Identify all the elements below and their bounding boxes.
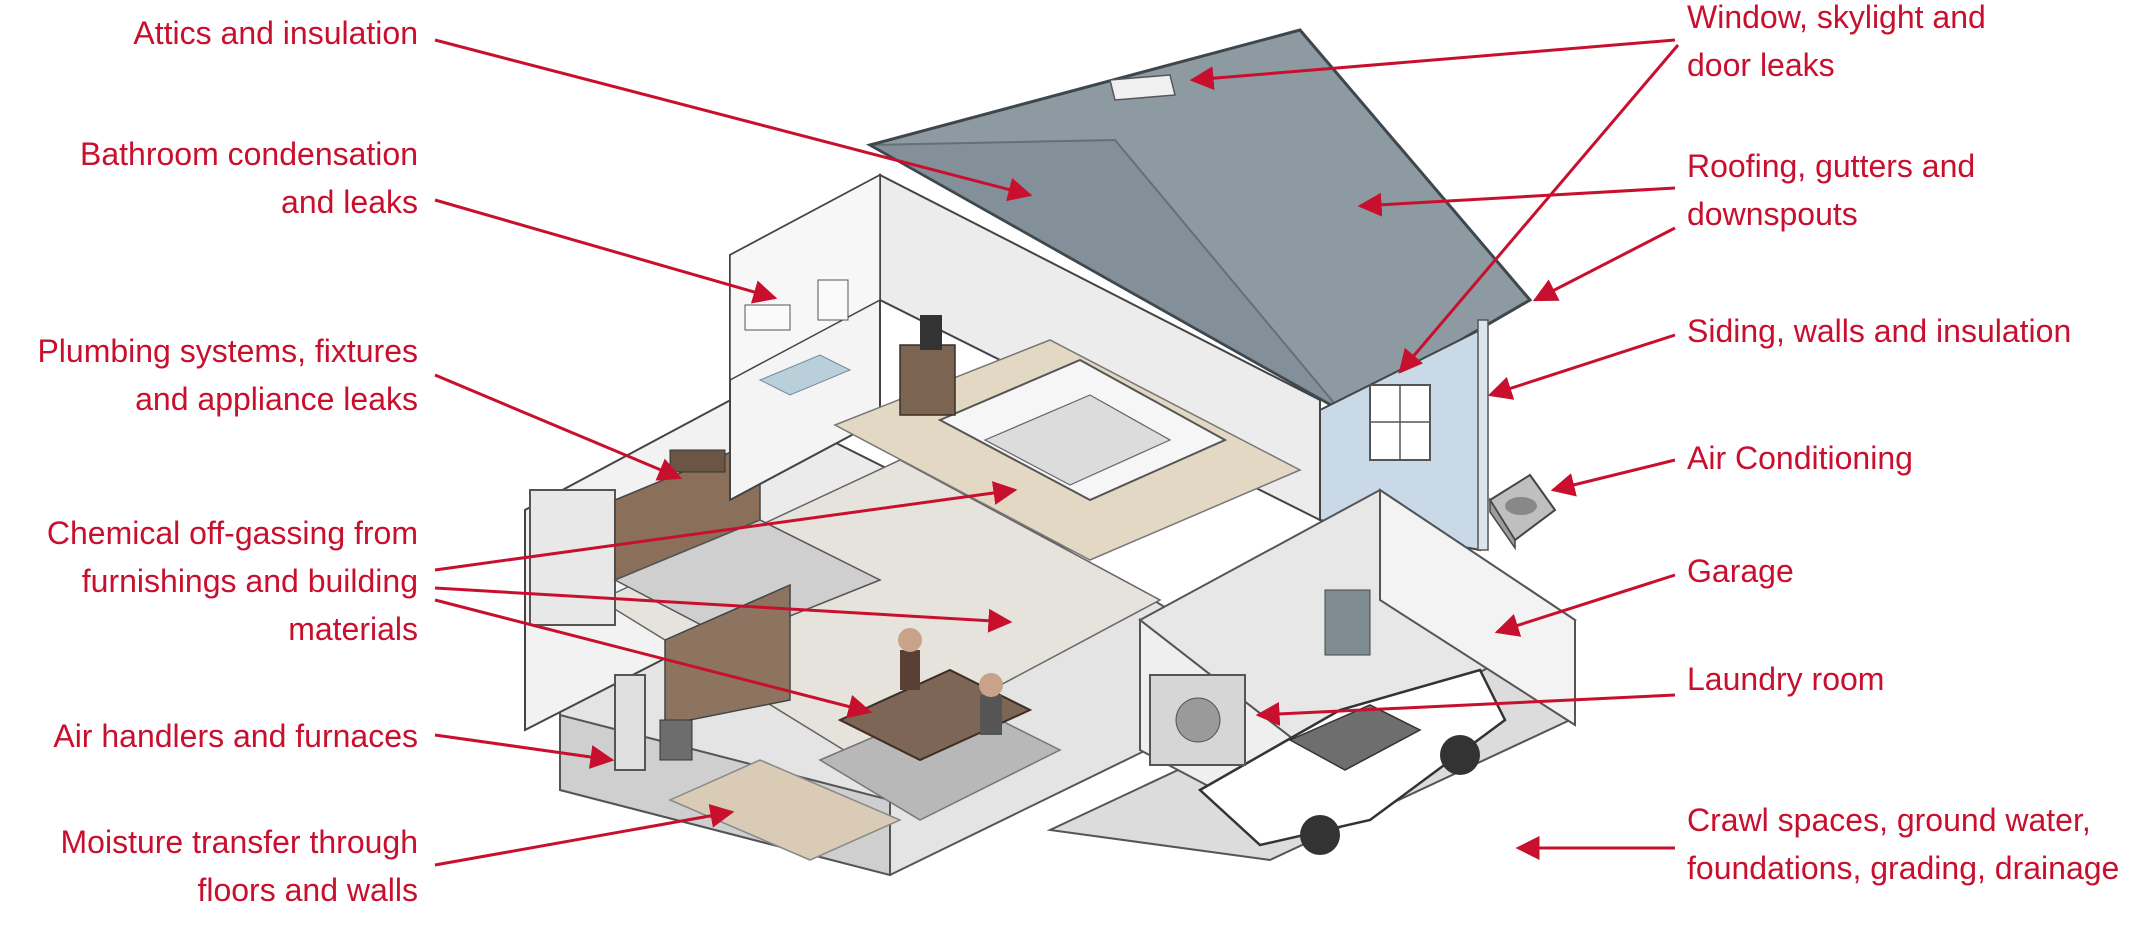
roof bbox=[866, 28, 1533, 412]
arrow-chemical-1 bbox=[434, 481, 1018, 572]
label-attics: Attics and insulation bbox=[133, 15, 418, 51]
label-plumbing: Plumbing systems, fixtures and appliance… bbox=[37, 333, 418, 417]
dining-area bbox=[818, 628, 1062, 821]
label-air-handlers: Air handlers and furnaces bbox=[53, 718, 418, 754]
kitchen bbox=[529, 438, 882, 726]
label-chemical: Chemical off-gassing from furnishings an… bbox=[46, 515, 418, 647]
arrow-air-handlers bbox=[434, 733, 615, 769]
arrow-windows-2 bbox=[1398, 44, 1680, 374]
arrow-laundry bbox=[1255, 693, 1676, 726]
label-bathroom: Bathroom condensation and leaks bbox=[80, 136, 418, 220]
label-siding: Siding, walls and insulation bbox=[1687, 313, 2072, 349]
arrow-roofing-2 bbox=[1532, 226, 1676, 302]
label-windows: Window, skylight and door leaks bbox=[1687, 0, 1986, 83]
callout-arrows bbox=[434, 38, 1680, 867]
label-crawl: Crawl spaces, ground water, foundations,… bbox=[1687, 802, 2120, 886]
arrow-windows-1 bbox=[1189, 38, 1676, 91]
arrow-chemical-2 bbox=[434, 586, 1013, 633]
arrow-attics bbox=[434, 38, 1033, 202]
arrow-roofing-1 bbox=[1357, 186, 1676, 217]
label-roofing: Roofing, gutters and downspouts bbox=[1687, 148, 1976, 232]
bathroom bbox=[729, 173, 881, 396]
label-garage: Garage bbox=[1687, 553, 1794, 589]
arrow-air-conditioning bbox=[1550, 458, 1676, 497]
arrow-garage bbox=[1494, 573, 1676, 637]
furnace bbox=[614, 674, 693, 771]
arrow-chemical-3 bbox=[434, 598, 873, 719]
arrow-bathroom bbox=[434, 198, 778, 304]
arrow-siding bbox=[1487, 333, 1676, 400]
arrow-moisture bbox=[434, 803, 735, 867]
ac-unit bbox=[1488, 473, 1557, 551]
label-air-conditioning: Air Conditioning bbox=[1687, 440, 1913, 476]
gable-wall bbox=[1319, 319, 1489, 552]
arrow-plumbing bbox=[434, 373, 683, 481]
garage bbox=[1138, 488, 1577, 855]
label-laundry: Laundry room bbox=[1687, 661, 1885, 697]
label-moisture: Moisture transfer through floors and wal… bbox=[60, 824, 419, 908]
basement-floor bbox=[668, 759, 902, 861]
